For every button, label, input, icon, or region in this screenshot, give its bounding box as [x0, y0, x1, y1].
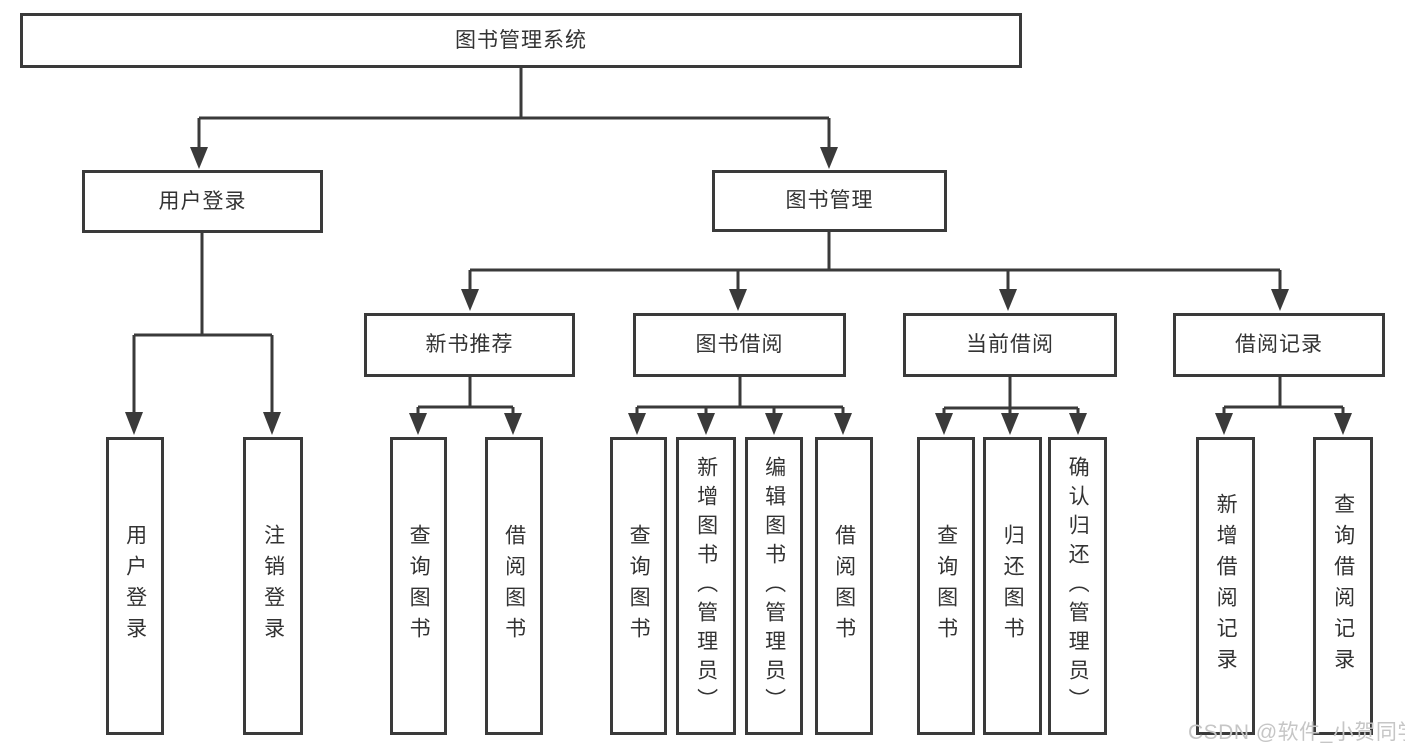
leaf-edit-books-admin: 编辑图书（管理员） — [745, 437, 803, 735]
leaf-query-books: 查询图书 — [610, 437, 667, 735]
csdn-watermark: CSDN @软件_小贺同学 — [1188, 721, 1405, 744]
leaf-label: 查询图书 — [627, 524, 651, 648]
node-borrowing-records: 借阅记录 — [1173, 313, 1385, 377]
leaf-confirm-return-admin: 确认归还（管理员） — [1048, 437, 1107, 735]
leaf-user-login: 用户登录 — [106, 437, 164, 735]
node-library-management-system: 图书管理系统 — [20, 13, 1022, 68]
node-book-borrowing: 图书借阅 — [633, 313, 846, 377]
node-label: 借阅记录 — [1235, 333, 1323, 357]
leaf-borrow-books: 借阅图书 — [815, 437, 873, 735]
leaf-label: 借阅图书 — [832, 524, 856, 648]
leaf-label: 借阅图书 — [502, 524, 526, 648]
leaf-borrow-books: 借阅图书 — [485, 437, 543, 735]
leaf-label: 用户登录 — [123, 524, 147, 648]
leaf-add-books-admin: 新增图书（管理员） — [676, 437, 736, 735]
node-label: 图书管理 — [785, 189, 874, 213]
node-label: 当前借阅 — [966, 333, 1054, 357]
node-label: 新书推荐 — [425, 333, 514, 357]
leaf-label: 新增图书（管理员） — [694, 455, 718, 717]
node-label: 用户登录 — [158, 189, 247, 213]
leaf-label: 查询图书 — [934, 524, 958, 648]
leaf-add-borrow-record: 新增借阅记录 — [1196, 437, 1255, 735]
leaf-query-borrow-record: 查询借阅记录 — [1313, 437, 1373, 735]
leaf-label: 查询借阅记录 — [1331, 493, 1355, 679]
leaf-label: 查询图书 — [407, 524, 431, 648]
node-current-borrowing: 当前借阅 — [903, 313, 1117, 377]
arrowheads — [125, 147, 1352, 435]
node-user-login: 用户登录 — [82, 170, 323, 233]
leaf-label: 新增借阅记录 — [1214, 493, 1238, 679]
leaf-label: 编辑图书（管理员） — [762, 455, 786, 717]
node-label: 图书管理系统 — [455, 28, 587, 52]
leaf-return-books: 归还图书 — [983, 437, 1042, 735]
node-new-book-recommendation: 新书推荐 — [364, 313, 575, 377]
leaf-label: 确认归还（管理员） — [1066, 455, 1090, 717]
leaf-label: 注销登录 — [261, 524, 285, 648]
leaf-query-books: 查询图书 — [390, 437, 447, 735]
node-book-management: 图书管理 — [712, 170, 947, 232]
node-label: 图书借阅 — [695, 333, 784, 357]
leaf-logout: 注销登录 — [243, 437, 303, 735]
leaf-query-books: 查询图书 — [917, 437, 975, 735]
leaf-label: 归还图书 — [1001, 524, 1025, 648]
